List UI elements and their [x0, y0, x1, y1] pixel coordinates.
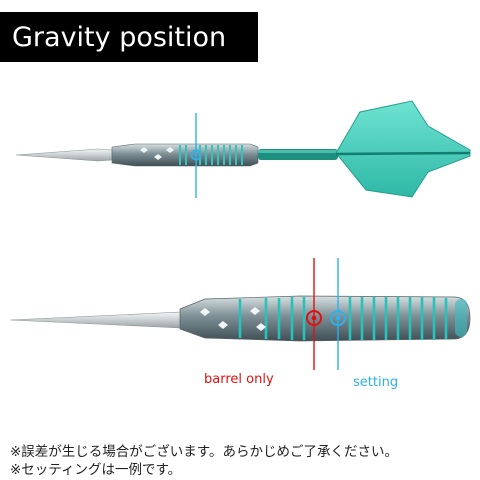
top-dart-barrel	[111, 143, 259, 167]
setting-label: setting	[353, 375, 399, 390]
top-dart-point	[15, 148, 113, 162]
setting-marker	[330, 258, 346, 370]
top-dart-flight	[335, 100, 471, 198]
full-dart	[15, 100, 471, 198]
bottom-dart-point	[9, 311, 183, 329]
setting-example-note: ※セッティングは一例です。	[10, 462, 182, 478]
disclaimer-note: ※誤差が生じる場合がございます。あらかじめご了承ください。	[10, 444, 398, 460]
title-text: Gravity position	[12, 21, 227, 53]
barrel-only-label: barrel only	[204, 372, 274, 387]
barrel-closeup	[9, 295, 471, 342]
barrel-only-marker	[306, 258, 322, 370]
page-title: Gravity position	[0, 12, 258, 62]
bottom-dart-barrel	[179, 295, 471, 342]
top-setting-marker	[190, 113, 202, 198]
